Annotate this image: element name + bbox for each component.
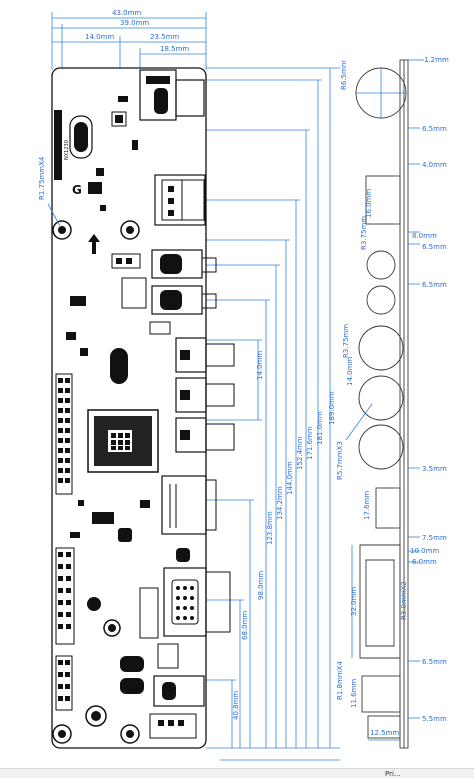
dim-v-144: 144.0mm xyxy=(286,461,294,495)
dim-v-171-6: 171.6mm xyxy=(306,426,314,460)
side-dim-32: 32.0mm xyxy=(350,587,358,616)
dim-39: 39.0mm xyxy=(120,19,149,27)
dim-v-189: 189.0mm xyxy=(328,391,336,425)
right-dimensions: 1.2mm 6.5mm 4.0mm 8.0mm 6.5mm 6.5mm 3.5m… xyxy=(408,56,449,723)
dim-v-14: 14.0mm xyxy=(256,351,264,380)
side-view: R6.5mm R3.75mm R3.75mm 14.0mm R5.7mmX3 1… xyxy=(336,59,409,749)
side-dim-16: 16.0mm xyxy=(365,189,373,218)
dim-v-181: 181.0mm xyxy=(316,411,324,445)
pcb-board: G NX1230 xyxy=(51,67,235,749)
dim-v-152-4: 152.4mm xyxy=(296,436,304,470)
side-dim-14: 14.0mm xyxy=(346,357,354,386)
vertical-dimensions: 14.0mm 68.0mm 98.0mm 123.8mm 134.2mm 144… xyxy=(206,67,340,761)
right-dim-7: 3.5mm xyxy=(422,465,447,473)
side-r3-75b: R3.75mm xyxy=(342,324,350,358)
right-dim-11: 6.5mm xyxy=(422,658,447,666)
left-header xyxy=(55,373,73,495)
side-dim-11-6: 11.6mm xyxy=(350,679,358,708)
right-dim-9: 10.0mm xyxy=(410,547,439,555)
mounting-holes xyxy=(52,220,140,744)
silk-label: NX1230 xyxy=(64,140,70,160)
side-r3-75: R3.75mm xyxy=(360,216,368,250)
dim-v-134-2: 134.2mm xyxy=(276,486,284,520)
right-dim-2: 6.5mm xyxy=(422,125,447,133)
right-dim-3: 4.0mm xyxy=(422,161,447,169)
dim-43: 43.0mm xyxy=(112,9,141,17)
bottom-bar xyxy=(0,768,474,778)
side-dim-17-6: 17.6mm xyxy=(363,491,371,520)
side-r1-8: R1.8mmX4 xyxy=(336,661,344,700)
corner-hole-label: R1.75mmX4 xyxy=(38,156,46,200)
dim-v-123-8: 123.8mm xyxy=(266,511,274,545)
dim-v-98: 98.0mm xyxy=(257,571,265,600)
right-dim-5: 6.5mm xyxy=(422,243,447,251)
dim-18-5: 18.5mm xyxy=(160,45,189,53)
board-logo: G xyxy=(72,183,82,197)
dim-v-68: 68.0mm xyxy=(241,611,249,640)
side-r6-5: R6.5mm xyxy=(340,60,348,90)
right-dim-10: 6.0mm xyxy=(412,558,437,566)
top-dimensions: 43.0mm 39.0mm 14.0mm 23.5mm 18.5mm xyxy=(51,9,207,70)
dim-v-40-8: 40.8mm xyxy=(232,691,240,720)
dim-14: 14.0mm xyxy=(85,33,114,41)
right-dim-8: 7.5mm xyxy=(422,534,447,542)
right-dim-6: 6.5mm xyxy=(422,281,447,289)
right-dim-1: 1.2mm xyxy=(424,56,449,64)
right-dim-12: 5.5mm xyxy=(422,715,447,723)
bottom-bar-label[interactable]: Pri... xyxy=(385,770,401,778)
side-dim-12-5: 12.5mm xyxy=(370,729,399,737)
side-r5-7: R5.7mmX3 xyxy=(336,441,344,480)
right-dim-4: 8.0mm xyxy=(412,232,437,240)
side-r3-0: R3.0mmX2 xyxy=(400,581,408,620)
dim-23-5: 23.5mm xyxy=(150,33,179,41)
